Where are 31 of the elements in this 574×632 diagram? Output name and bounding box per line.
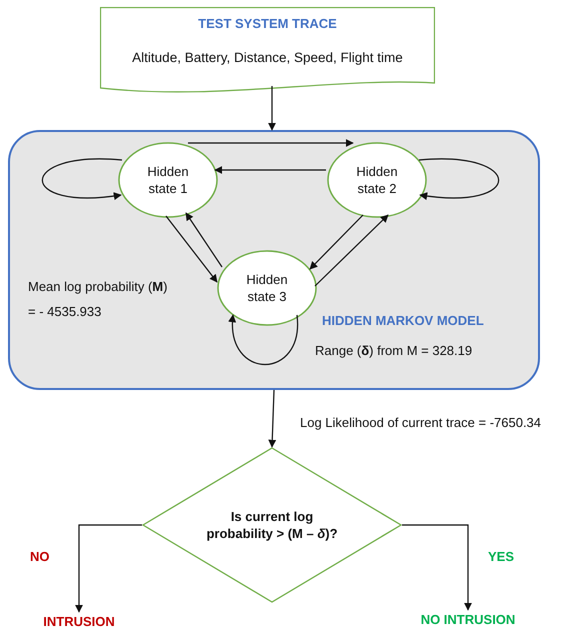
arrow bbox=[314, 214, 389, 286]
loop-arrow bbox=[42, 158, 122, 200]
decision-text: Is current log probability > (M – δ)? bbox=[205, 508, 339, 543]
edge-label: Log Likelihood of current trace = -7650.34 bbox=[300, 414, 542, 432]
decision-diamond bbox=[142, 447, 402, 603]
body-text: Altitude, Battery, Distance, Speed, Flight time bbox=[131, 49, 404, 67]
outcome-label: NO INTRUSION bbox=[412, 611, 524, 629]
heading: TEST SYSTEM TRACE bbox=[197, 15, 338, 33]
arrow bbox=[75, 524, 142, 613]
state-ellipse bbox=[217, 250, 317, 326]
arrow bbox=[186, 212, 222, 268]
edge-label: YES bbox=[488, 548, 514, 566]
state-label: Hidden state 1 bbox=[146, 162, 190, 198]
state-ellipse bbox=[327, 142, 427, 218]
state-ellipse bbox=[118, 142, 218, 218]
edge-label: NO bbox=[30, 548, 50, 566]
state-label: Hidden state 2 bbox=[355, 162, 399, 198]
arrow bbox=[268, 390, 276, 448]
arrow bbox=[214, 166, 326, 174]
model-panel bbox=[8, 130, 540, 390]
arrow bbox=[309, 214, 364, 270]
arrow bbox=[402, 524, 472, 611]
arrow bbox=[166, 216, 218, 283]
heading: HIDDEN MARKOV MODEL bbox=[322, 312, 485, 330]
outcome-label: INTRUSION bbox=[34, 613, 124, 631]
loop-arrow bbox=[228, 314, 298, 366]
arrow bbox=[268, 86, 276, 131]
loop-arrow bbox=[418, 158, 500, 200]
state-label: Hidden state 3 bbox=[245, 270, 289, 306]
note-text: Mean log probability (M) = - 4535.933 bbox=[28, 278, 168, 321]
note-text: Range (δ) from M = 328.19 bbox=[315, 342, 474, 360]
